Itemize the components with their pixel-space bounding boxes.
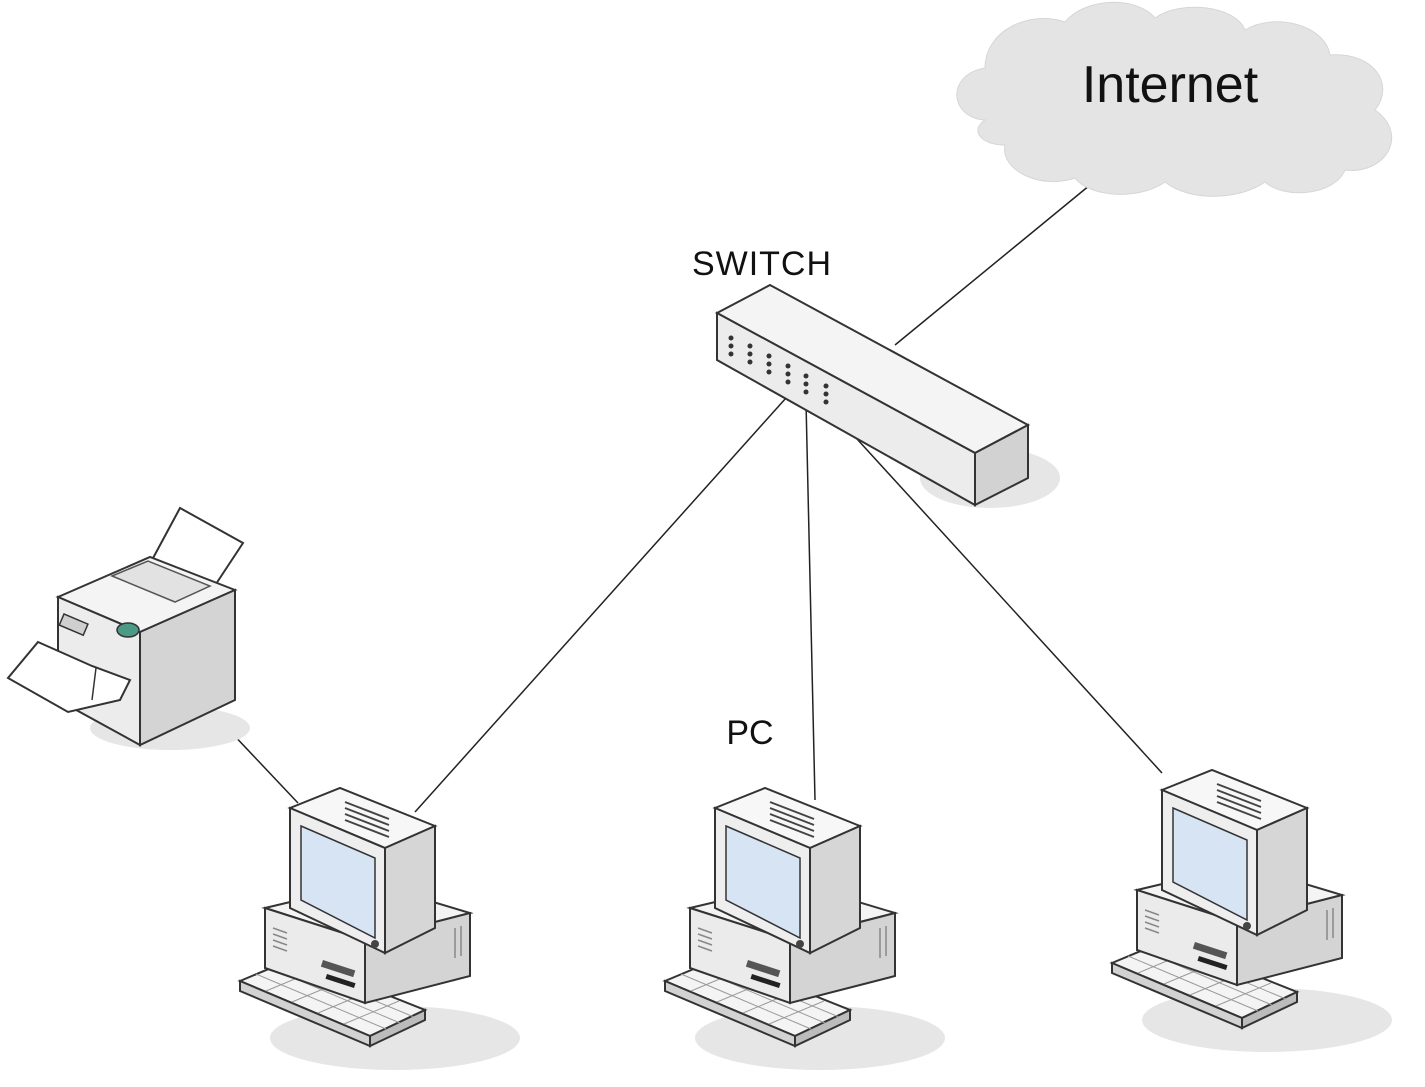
link-internet-switch: [894, 184, 1091, 346]
links: [211, 184, 1163, 813]
computer-icon-center: [664, 787, 946, 1071]
pc-label: PC: [726, 714, 773, 752]
switch-label: SWITCH: [692, 245, 832, 283]
internet-label: Internet: [1082, 56, 1259, 114]
internet-cloud: Internet: [956, 1, 1393, 197]
switch-device: SWITCH: [692, 245, 1060, 508]
link-switch-pc-left: [414, 397, 787, 813]
computer-icon-right: [1111, 769, 1393, 1053]
link-switch-pc-right: [825, 404, 1163, 774]
computer-icon-left: [239, 787, 521, 1071]
link-switch-pc-center: [805, 401, 816, 801]
printer-icon: [6, 506, 250, 750]
